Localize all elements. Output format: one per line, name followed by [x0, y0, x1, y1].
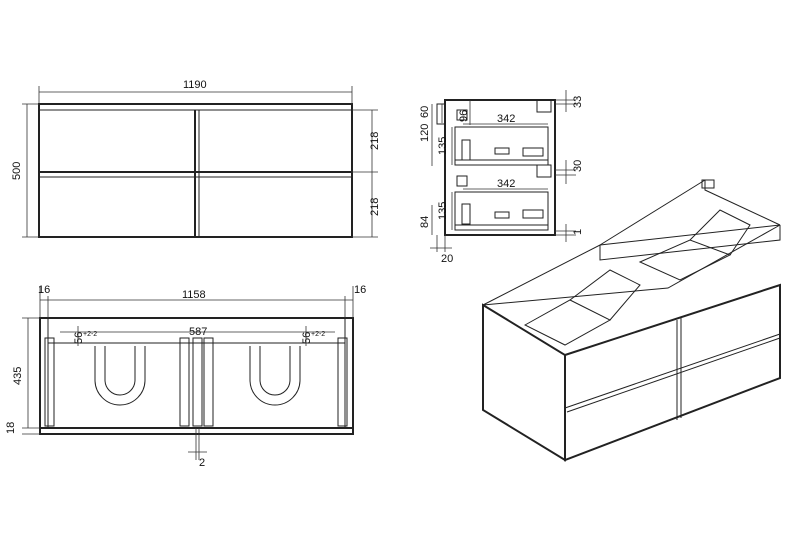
section-342-bottom-label: 342 — [497, 178, 515, 190]
back-gap-label: 2 — [199, 457, 205, 469]
iso-top-face — [482, 224, 781, 306]
back-right-56-tol: +2-2 — [311, 331, 325, 338]
back-panel-5 — [337, 337, 348, 427]
section-lower-rail-b — [522, 209, 544, 219]
section-135-bottom-label: 135 — [437, 202, 449, 220]
section-outline — [444, 99, 556, 236]
section-mid-left-clip — [456, 175, 468, 187]
back-left-u-cutout-outer — [94, 346, 146, 406]
iso-inner-drawer-right-2 — [689, 209, 751, 256]
section-60-label: 60 — [419, 106, 431, 118]
section-lower-runner — [461, 203, 471, 225]
iso-front-top-edge — [482, 304, 566, 356]
section-342-top-label: 342 — [497, 113, 515, 125]
back-left-wall-label: 16 — [38, 284, 50, 296]
back-left-56-label: 56 — [73, 332, 85, 344]
iso-inner-drawer-left-2 — [569, 269, 641, 321]
isometric-view — [482, 179, 781, 462]
section-lower-rail-a — [494, 211, 510, 219]
front-view: 1190 500 218 218 — [11, 79, 381, 238]
back-panel-1 — [44, 337, 55, 427]
back-right-56-label: 56 — [301, 332, 313, 344]
iso-left-face — [482, 303, 566, 462]
iso-top-bracket — [701, 179, 715, 189]
back-right-u-cutout-outer — [249, 346, 301, 406]
section-mid-right-bracket — [536, 164, 552, 178]
section-33-label: 33 — [572, 96, 584, 108]
front-width-label: 1190 — [183, 79, 207, 91]
back-height-label: 435 — [12, 367, 24, 385]
iso-drawer-divider — [564, 333, 781, 409]
front-lower-drawer-label: 218 — [369, 198, 381, 216]
iso-back-wall — [599, 225, 781, 261]
section-1-label: 1 — [572, 229, 584, 235]
section-upper-rail-b — [522, 147, 544, 157]
iso-drawer-divider-2 — [566, 337, 781, 413]
section-top-right-bracket — [536, 99, 552, 113]
back-inner-width-label: 1158 — [182, 289, 206, 301]
back-base-label: 18 — [5, 422, 17, 434]
back-panel-2 — [179, 337, 190, 427]
section-top-bracket — [436, 103, 446, 125]
section-30-label: 30 — [572, 160, 584, 172]
iso-back-top-edge — [599, 179, 706, 246]
section-20-label: 20 — [441, 253, 453, 265]
iso-back-right-wall — [704, 180, 781, 226]
back-587-label: 587 — [189, 326, 207, 338]
back-right-u-cutout-inner — [259, 346, 291, 396]
section-lower-drawer — [454, 191, 549, 231]
back-view: 1158 16 16 587 56 +2-2 56 +2-2 435 18 2 — [5, 284, 366, 469]
section-upper-rail-a — [494, 147, 510, 155]
section-upper-runner — [461, 139, 471, 161]
back-right-wall-label: 16 — [354, 284, 366, 296]
section-96-label: 96 — [458, 110, 470, 122]
back-outline — [39, 317, 354, 435]
back-panel-3 — [192, 337, 203, 427]
back-panel-4 — [203, 337, 214, 427]
section-120-label: 120 — [419, 124, 431, 142]
section-top-left-clip — [456, 109, 468, 121]
back-left-56-tol: +2-2 — [83, 331, 97, 338]
section-84-label: 84 — [419, 216, 431, 228]
section-135-top-label: 135 — [437, 137, 449, 155]
iso-inner-drawer-right — [638, 239, 732, 281]
section-view: 342 342 120 60 96 135 135 84 33 30 1 20 — [419, 90, 584, 265]
front-upper-drawer-label: 218 — [369, 132, 381, 150]
back-left-u-cutout-inner — [104, 346, 136, 396]
section-upper-drawer — [454, 126, 549, 166]
iso-front-face — [564, 283, 781, 462]
front-height-label: 500 — [11, 162, 23, 180]
